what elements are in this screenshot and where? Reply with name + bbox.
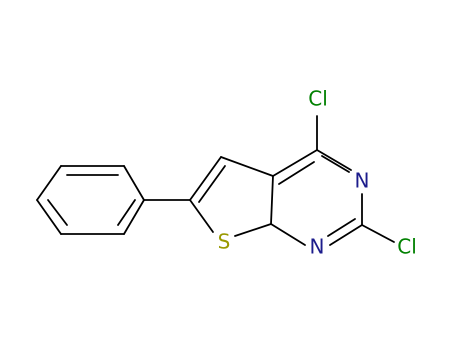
bond bbox=[189, 199, 214, 233]
atom-cl-right: Cl bbox=[397, 235, 417, 259]
bond bbox=[189, 156, 222, 201]
bond-inner bbox=[278, 161, 315, 185]
bond bbox=[270, 223, 306, 246]
bond bbox=[36, 165, 62, 201]
bond-inner bbox=[117, 199, 136, 226]
atom-n-lower: N bbox=[310, 235, 325, 259]
bond bbox=[123, 199, 145, 235]
bond-inner bbox=[321, 155, 350, 173]
atom-cl-top: Cl bbox=[308, 87, 328, 111]
bond-inner bbox=[47, 199, 68, 226]
phenyl-ring bbox=[36, 165, 145, 235]
bond bbox=[234, 223, 272, 237]
bond bbox=[272, 149, 318, 177]
bond-fused bbox=[270, 175, 274, 225]
atom-s: S bbox=[218, 230, 231, 254]
bond-inner bbox=[198, 165, 226, 203]
pyrimidine-ring bbox=[270, 149, 363, 246]
bond bbox=[36, 199, 62, 235]
bond bbox=[329, 224, 363, 246]
bond bbox=[316, 149, 352, 171]
atom-n-upper: N bbox=[355, 169, 370, 193]
thiophene-ring bbox=[189, 156, 274, 237]
bond bbox=[123, 165, 145, 201]
bond bbox=[220, 156, 274, 177]
bond-c-cl-right bbox=[361, 224, 395, 243]
bond-inner bbox=[327, 218, 356, 237]
